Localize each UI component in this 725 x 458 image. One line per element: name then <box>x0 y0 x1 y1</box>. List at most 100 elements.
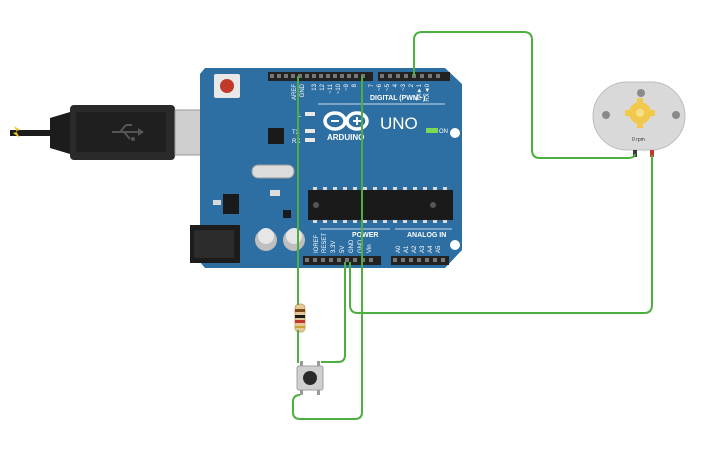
chip-pin <box>353 220 357 223</box>
power-jack-inner <box>194 230 234 258</box>
chip-pin <box>383 187 387 190</box>
power-header[interactable] <box>303 256 381 265</box>
pushbutton-cap <box>303 371 317 385</box>
header-hole[interactable] <box>270 74 274 78</box>
chip-pin <box>443 220 447 223</box>
chip-pin <box>373 220 377 223</box>
resistor[interactable] <box>294 303 306 333</box>
usb-strain-relief <box>50 112 70 154</box>
digital-pin-label: ~10 <box>336 83 342 94</box>
header-hole[interactable] <box>345 258 349 262</box>
motor-terminal-black[interactable] <box>633 150 637 157</box>
pushbutton-leg <box>300 390 303 395</box>
header-hole[interactable] <box>277 74 281 78</box>
digital-pin-label: 8 <box>352 83 358 87</box>
header-hole[interactable] <box>347 74 351 78</box>
chip-pin <box>343 220 347 223</box>
digital-pin-label: ~5 <box>385 83 391 91</box>
analog-pin-label: A1 <box>404 245 410 253</box>
chip-pin <box>403 187 407 190</box>
header-hole[interactable] <box>305 74 309 78</box>
header-hole[interactable] <box>340 74 344 78</box>
power-pin-label: 5V <box>340 246 346 253</box>
header-hole[interactable] <box>353 258 357 262</box>
on-led <box>426 128 438 133</box>
resistor-band <box>295 320 305 323</box>
header-hole[interactable] <box>425 258 429 262</box>
digital-pin-label: 13 <box>312 83 318 90</box>
pushbutton-leg <box>317 361 320 366</box>
header-hole[interactable] <box>369 258 373 262</box>
chip-pin <box>433 220 437 223</box>
header-hole[interactable] <box>313 258 317 262</box>
digital-pin-label: 2 <box>409 83 415 87</box>
chip-pin <box>363 187 367 190</box>
lightning-icon <box>13 126 20 138</box>
analog-pin-label: A2 <box>412 245 418 253</box>
power-pin-label: Vin <box>367 244 373 253</box>
header-hole[interactable] <box>417 258 421 262</box>
header-hole[interactable] <box>333 74 337 78</box>
usb-icon <box>112 124 144 141</box>
header-hole[interactable] <box>354 74 358 78</box>
header-hole[interactable] <box>380 74 384 78</box>
motor-terminal-red[interactable] <box>650 150 654 157</box>
digital-pin-label: ~3 <box>401 83 407 91</box>
analog-pin-label: A5 <box>436 245 442 253</box>
header-hole[interactable] <box>436 74 440 78</box>
header-hole[interactable] <box>337 258 341 262</box>
arduino-logo-icon <box>323 111 369 131</box>
header-hole[interactable] <box>319 74 323 78</box>
wire-pin3-motor[interactable] <box>413 31 636 159</box>
usb-cord <box>10 130 50 136</box>
wire-motor-gnd[interactable] <box>349 155 653 314</box>
chip-pin <box>373 187 377 190</box>
crystal <box>251 164 295 179</box>
power-pin-label: IOREF <box>314 234 320 253</box>
chip-pin <box>443 187 447 190</box>
header-hole[interactable] <box>291 74 295 78</box>
header-hole[interactable] <box>298 74 302 78</box>
header-hole[interactable] <box>388 74 392 78</box>
header-hole[interactable] <box>404 74 408 78</box>
on-label: ON <box>439 129 448 135</box>
chip-pin <box>393 220 397 223</box>
header-hole[interactable] <box>428 74 432 78</box>
rx-label: RX <box>292 139 300 145</box>
header-hole[interactable] <box>441 258 445 262</box>
wire-pin7-button[interactable] <box>292 76 363 420</box>
header-hole[interactable] <box>305 258 309 262</box>
wire-5v-button[interactable] <box>321 262 346 363</box>
mount-hole <box>450 240 460 250</box>
header-hole[interactable] <box>433 258 437 262</box>
analog-label: ANALOG IN <box>407 232 446 239</box>
digital-label: DIGITAL (PWM~) <box>370 95 425 102</box>
reset-button-cap <box>220 79 234 93</box>
header-hole[interactable] <box>326 74 330 78</box>
brand-label: ARDUINO <box>327 133 364 142</box>
smd-component <box>283 210 291 218</box>
capacitor-top <box>286 228 302 244</box>
chip-pin <box>323 220 327 223</box>
header-hole[interactable] <box>396 74 400 78</box>
header-hole[interactable] <box>312 74 316 78</box>
pushbutton[interactable] <box>296 361 324 395</box>
motor-screw <box>637 89 645 97</box>
header-hole[interactable] <box>284 74 288 78</box>
header-hole[interactable] <box>329 258 333 262</box>
model-label: UNO <box>380 114 418 133</box>
smd-component <box>270 190 280 196</box>
header-hole[interactable] <box>393 258 397 262</box>
voltage-regulator <box>223 194 239 214</box>
rx-led <box>305 138 315 142</box>
header-hole[interactable] <box>409 258 413 262</box>
analog-pin-label: A3 <box>420 245 426 253</box>
header-hole[interactable] <box>321 258 325 262</box>
chip-pin <box>433 187 437 190</box>
chip-pin <box>413 187 417 190</box>
header-hole[interactable] <box>401 258 405 262</box>
header-hole[interactable] <box>420 74 424 78</box>
dc-motor[interactable]: 0 rpm <box>592 81 686 157</box>
